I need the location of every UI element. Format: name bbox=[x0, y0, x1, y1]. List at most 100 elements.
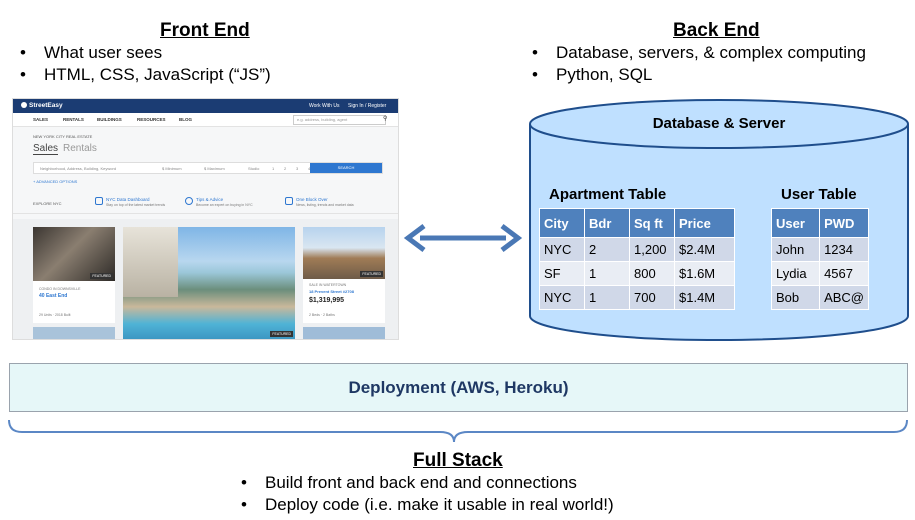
site-breadcrumb: NEW YORK CITY REAL ESTATE bbox=[33, 134, 93, 139]
front-end-bullet: HTML, CSS, JavaScript (“JS”) bbox=[14, 64, 271, 86]
site-search-button[interactable]: SEARCH bbox=[310, 163, 382, 173]
bed-option[interactable]: 3 bbox=[296, 166, 299, 171]
arrow-head-right bbox=[500, 224, 523, 252]
table-cell: 700 bbox=[629, 285, 675, 310]
dashboard-icon bbox=[95, 197, 103, 205]
table-cell: ABC@ bbox=[819, 285, 869, 310]
tab-rentals[interactable]: Rentals bbox=[63, 143, 97, 154]
work-with-us-link[interactable]: Work With Us bbox=[309, 103, 340, 109]
featured-tag: FEATURED bbox=[90, 273, 113, 279]
listing-card-partial bbox=[33, 327, 115, 339]
bed-option[interactable]: Studio bbox=[248, 166, 260, 171]
deployment-box: Deployment (AWS, Heroku) bbox=[9, 363, 908, 412]
double-arrow bbox=[403, 224, 523, 252]
table-cell: 4567 bbox=[819, 261, 869, 286]
table-cell: 1 bbox=[584, 285, 630, 310]
user-table: User PWD John 1234 Lydia 4567 Bob ABC@ bbox=[770, 208, 869, 310]
explore-label: EXPLORE NYC bbox=[33, 201, 62, 206]
explore-row: EXPLORE NYC NYC Data Dashboard Stay on t… bbox=[13, 191, 398, 214]
table-row: NYC 1 700 $1.4M bbox=[539, 285, 735, 310]
nav-rentals[interactable]: RENTALS bbox=[63, 117, 84, 122]
site-topbar: StreetEasy Work With Us Sign In / Regist… bbox=[13, 99, 398, 113]
listing-meta: 29 Units · 2018 Built bbox=[39, 313, 71, 317]
database-cylinder: Database & Server Apartment Table City B… bbox=[528, 98, 910, 358]
full-stack-heading: Full Stack bbox=[413, 450, 503, 471]
site-navbar: SALES RENTALS BUILDINGS RESOURCES BLOG e… bbox=[13, 113, 398, 127]
website-screenshot: StreetEasy Work With Us Sign In / Regist… bbox=[12, 98, 399, 340]
bed-option[interactable]: 2 bbox=[284, 166, 287, 171]
listing-card[interactable]: FEATURED CONDO IN DOWNSVILLE 40 East End… bbox=[33, 227, 115, 323]
column-header: User bbox=[770, 208, 821, 238]
table-header-row: City Bdr Sq ft Price bbox=[539, 208, 735, 238]
table-cell: 2 bbox=[584, 237, 630, 262]
apartment-table-caption: Apartment Table bbox=[549, 186, 667, 203]
database-title: Database & Server bbox=[652, 115, 786, 132]
site-logo[interactable]: StreetEasy bbox=[21, 102, 63, 109]
column-header: City bbox=[539, 208, 585, 238]
apartment-table: City Bdr Sq ft Price NYC 2 1,200 $2.4M S… bbox=[539, 208, 735, 310]
full-stack-bullet: Deploy code (i.e. make it usable in real… bbox=[235, 494, 614, 516]
feature-title: One Block Over bbox=[296, 197, 328, 202]
listing-price: $1,319,995 bbox=[309, 297, 345, 304]
listing-card[interactable]: FEATURED SALE IN WATERTOWN 18 Prevent St… bbox=[303, 227, 385, 323]
table-row: Lydia 4567 bbox=[770, 261, 869, 286]
nav-resources[interactable]: RESOURCES bbox=[137, 117, 166, 122]
listing-card-partial bbox=[303, 327, 385, 339]
column-header: Price bbox=[674, 208, 735, 238]
listing-card-large[interactable]: FEATURED bbox=[123, 227, 295, 339]
arrow-head-left bbox=[403, 224, 426, 252]
sign-in-link[interactable]: Sign In / Register bbox=[348, 103, 387, 109]
table-cell: 1 bbox=[584, 261, 630, 286]
nav-buildings[interactable]: BUILDINGS bbox=[97, 117, 122, 122]
table-cell: $2.4M bbox=[674, 237, 735, 262]
column-header: Sq ft bbox=[629, 208, 675, 238]
listing-photo: FEATURED bbox=[303, 227, 385, 279]
table-cell: Bob bbox=[770, 285, 821, 310]
location-field[interactable]: Neighborhood, Address, Building, Keyword bbox=[40, 166, 117, 171]
listing-title: 18 Prevent Street #2708 bbox=[309, 289, 354, 294]
table-cell: John bbox=[770, 237, 821, 262]
feature-title: Tips & Advice bbox=[196, 197, 224, 202]
table-row: SF 1 800 $1.6M bbox=[539, 261, 735, 286]
max-price-field[interactable]: $ Maximum bbox=[204, 166, 225, 171]
newspaper-icon bbox=[285, 197, 293, 205]
brace-path bbox=[8, 419, 908, 443]
table-cell: 800 bbox=[629, 261, 675, 286]
full-stack-bullet: Build front and back end and connections bbox=[235, 472, 614, 494]
back-end-bullet: Python, SQL bbox=[526, 64, 866, 86]
bed-option[interactable]: 1 bbox=[272, 166, 275, 171]
listing-sub: SALE IN WATERTOWN bbox=[309, 283, 347, 287]
logo-icon bbox=[21, 102, 27, 108]
full-stack-bullets: Build front and back end and connections… bbox=[235, 472, 614, 516]
table-row: NYC 2 1,200 $2.4M bbox=[539, 237, 735, 262]
advanced-options-link[interactable]: + ADVANCED OPTIONS bbox=[33, 179, 78, 184]
table-cell: 1234 bbox=[819, 237, 869, 262]
listing-sub: CONDO IN DOWNSVILLE bbox=[39, 287, 81, 291]
table-cell: $1.4M bbox=[674, 285, 735, 310]
nav-blog[interactable]: BLOG bbox=[179, 117, 192, 122]
featured-tag: FEATURED bbox=[360, 271, 383, 277]
table-row: John 1234 bbox=[770, 237, 869, 262]
listings: FEATURED CONDO IN DOWNSVILLE 40 East End… bbox=[13, 219, 398, 339]
lightbulb-icon bbox=[185, 197, 193, 205]
full-stack-brace bbox=[8, 419, 908, 443]
front-end-bullets: What user sees HTML, CSS, JavaScript (“J… bbox=[14, 42, 271, 86]
front-end-heading: Front End bbox=[160, 20, 250, 41]
table-cell: SF bbox=[539, 261, 585, 286]
table-cell: $1.6M bbox=[674, 261, 735, 286]
table-cell: Lydia bbox=[770, 261, 821, 286]
feature-sub: Stay on top of the latest market trends bbox=[106, 203, 166, 207]
site-search-input[interactable]: e.g. address, building, agent bbox=[293, 115, 386, 125]
listing-title: 40 East End bbox=[39, 293, 68, 299]
feature-title: NYC Data Dashboard bbox=[106, 197, 150, 202]
tab-sales[interactable]: Sales bbox=[33, 143, 59, 155]
nav-sales[interactable]: SALES bbox=[33, 117, 49, 122]
feature-sub: News, listing, trends and market data bbox=[296, 203, 354, 207]
back-end-bullets: Database, servers, & complex computing P… bbox=[526, 42, 866, 86]
featured-tag: FEATURED bbox=[270, 331, 293, 337]
search-icon[interactable]: ⚲ bbox=[383, 116, 388, 122]
listing-photo: FEATURED bbox=[33, 227, 115, 281]
min-price-field[interactable]: $ Minimum bbox=[162, 166, 182, 171]
table-cell: 1,200 bbox=[629, 237, 675, 262]
table-cell: NYC bbox=[539, 285, 585, 310]
